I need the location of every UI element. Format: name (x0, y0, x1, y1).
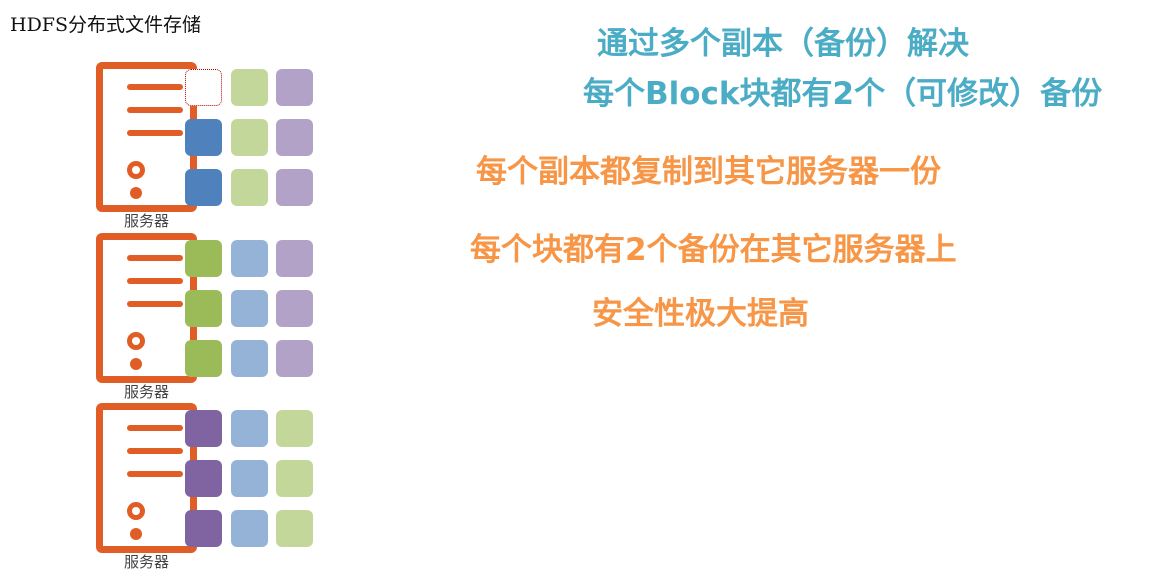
data-block (231, 410, 268, 447)
server-body (96, 233, 197, 383)
text-line-1: 通过多个副本（备份）解决 (597, 26, 969, 62)
server-dot (130, 528, 142, 540)
data-block (276, 410, 313, 447)
data-block (231, 169, 268, 206)
data-block (231, 340, 268, 377)
server-ring (127, 161, 145, 179)
text-line-2: 每个Block块都有2个（可修改）备份 (583, 76, 1103, 112)
text-line-3: 每个副本都复制到其它服务器一份 (476, 154, 941, 190)
server-line (127, 448, 183, 454)
server-label: 服务器 (123, 553, 169, 571)
server-label: 服务器 (123, 383, 169, 401)
server-line (127, 130, 183, 136)
data-block (231, 119, 268, 156)
server-label: 服务器 (123, 212, 169, 230)
data-block (185, 340, 222, 377)
server-icon: 服务器 (96, 403, 197, 571)
data-block (231, 290, 268, 327)
server-body (96, 403, 197, 553)
server-line (127, 84, 183, 90)
data-block (231, 460, 268, 497)
data-block (276, 290, 313, 327)
data-block (231, 69, 268, 106)
server-icon: 服务器 (96, 62, 197, 230)
missing-block (185, 69, 222, 106)
data-block (185, 240, 222, 277)
server-line (127, 425, 183, 431)
server-dot (130, 358, 142, 370)
data-block (185, 510, 222, 547)
data-block (185, 169, 222, 206)
server-ring (127, 332, 145, 350)
server-line (127, 107, 183, 113)
server-icon: 服务器 (96, 233, 197, 401)
text-line-4: 每个块都有2个备份在其它服务器上 (470, 232, 957, 268)
data-block (185, 290, 222, 327)
server-line (127, 471, 183, 477)
data-block (185, 460, 222, 497)
data-block (231, 510, 268, 547)
server-ring (127, 502, 145, 520)
data-block (276, 169, 313, 206)
server-body (96, 62, 197, 212)
data-block (276, 510, 313, 547)
data-block (276, 460, 313, 497)
data-block (276, 340, 313, 377)
data-block (276, 69, 313, 106)
text-line-5: 安全性极大提高 (592, 296, 809, 332)
server-line (127, 255, 183, 261)
data-block (185, 410, 222, 447)
slide-title: HDFS分布式文件存储 (10, 14, 202, 36)
server-line (127, 301, 183, 307)
data-block (276, 119, 313, 156)
server-dot (130, 187, 142, 199)
server-line (127, 278, 183, 284)
data-block (231, 240, 268, 277)
data-block (185, 119, 222, 156)
data-block (276, 240, 313, 277)
